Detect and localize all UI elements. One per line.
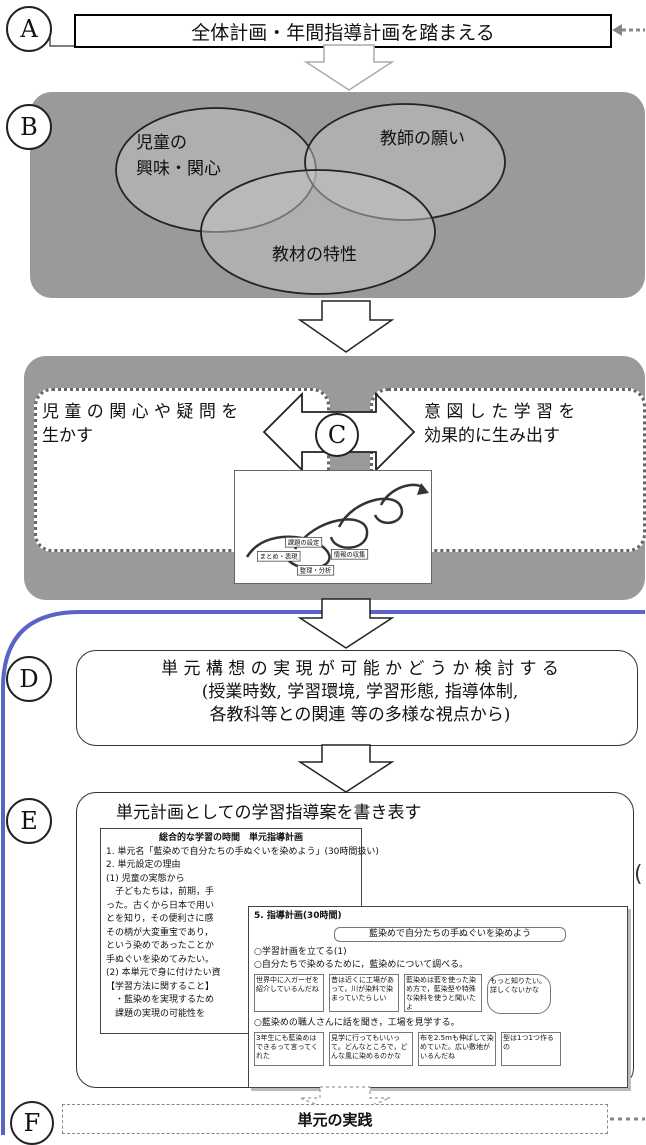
left-arrow-icon (612, 24, 645, 36)
venn-interest-line2: 興味・関心 (136, 159, 221, 179)
label-b: B (6, 104, 52, 150)
plan-document-title: 総合的な学習の時間 単元指導計画 (158, 833, 303, 843)
schedule-header: 5. 指導計画(30時間) (254, 911, 342, 921)
spiral-icon (245, 483, 429, 570)
c-left-line2: 生かす (42, 426, 93, 446)
plan-line: ・藍染めを実現するため (106, 995, 215, 1005)
down-arrow-icon (297, 744, 395, 793)
down-arrow-icon (299, 1086, 391, 1117)
schedule-document: 5. 指導計画(30時間) 藍染めで自分たちの手ぬぐいを染めよう ○学習計画を立… (248, 906, 628, 1088)
spiral-label-1: 課題の設定 (285, 537, 323, 548)
label-d: D (6, 656, 52, 702)
spiral-label-4: まとめ・表現 (257, 551, 301, 562)
c-left-line1: 児 童 の 関 心 や 疑 問 を (42, 402, 239, 422)
d-line3: 各教科等との関連 等の多様な視点から) (209, 705, 511, 725)
schedule-cell: 昔は近くに工場があって，川が染料で染まっていたらしい (329, 974, 399, 1012)
spiral-label-3: 整理・分析 (297, 565, 335, 576)
label-a: A (6, 6, 52, 52)
schedule-item-2: ○自分たちで染めるために，藍染めについて調べる。 (254, 960, 469, 970)
box-a-text: 全体計画・年間指導計画を踏まえる (191, 21, 495, 44)
plan-line: (2) 本単元で身に付けたい資 (106, 968, 221, 978)
down-arrow-icon (303, 44, 395, 91)
schedule-cell: 見学に行ってもいいって。どんなところで，どんな風に染めるのかな (329, 1032, 413, 1066)
dotted-connector (610, 1117, 645, 1121)
label-e: E (6, 798, 52, 844)
schedule-cell: 布を2.5mも伸ばして染めていた。広い敷地がいるんだね (418, 1032, 496, 1066)
spiral-label-2: 情報の収集 (331, 549, 369, 560)
c-right-line1: 意 図 し た 学 習 を (424, 402, 576, 422)
venn-teacher: 教師の願い (380, 129, 465, 149)
d-line1: 単 元 構 想 の 実 現 が 可 能 か ど う か 検 討 す る (161, 659, 559, 679)
plan-line: った。古くから日本で用い (106, 900, 215, 911)
plan-line: 2. 単元設定の理由 (106, 860, 181, 870)
down-arrow-icon (297, 598, 395, 649)
plan-line: 1. 単元名「藍染めで自分たちの手ぬぐいを染めよう」(30時間扱い) (106, 846, 379, 857)
schedule-banner: 藍染めで自分たちの手ぬぐいを染めよう (334, 927, 566, 942)
schedule-cell: 藍染めは藍を使った染め方で，藍染型や特殊な染料を使うと聞いたよ (404, 974, 482, 1012)
plan-line: (1) 児童の実態から (106, 873, 185, 884)
plan-line: 手ぬぐいを染めてみたい。 (106, 954, 215, 965)
schedule-item-1: ○学習計画を立てる(1) (254, 947, 347, 957)
spiral-diagram: 課題の設定 情報の収集 整理・分析 まとめ・表現 (234, 470, 432, 584)
box-f-text: 単元の実践 (297, 1110, 373, 1129)
schedule-item-3: ○藍染めの職人さんに話を聞き，工場を見学する。 (254, 1018, 460, 1028)
c-right-line2: 効果的に生み出す (424, 426, 560, 446)
plan-line: 子どもたちは，前期，手 (106, 887, 215, 897)
thought-cloud: もっと知りたい。詳しくないかな (487, 974, 551, 1014)
d-text: 単 元 構 想 の 実 現 が 可 能 か ど う か 検 討 す る (授業時… (90, 658, 630, 727)
plan-line: という染めであったことか (106, 941, 214, 951)
paren-glyph: ( (634, 862, 643, 887)
blue-outline (0, 610, 645, 1135)
label-f: F (10, 1101, 54, 1145)
box-a: 全体計画・年間指導計画を踏まえる (74, 14, 612, 48)
venn-interest: 児童の 興味・関心 (136, 130, 221, 182)
down-arrow-icon (297, 300, 395, 353)
plan-line: 課題の実現の可能性を (106, 1008, 206, 1019)
c-right-text: 意 図 し た 学 習 を 効果的に生み出す (424, 400, 575, 448)
plan-line: 【学習方法に関すること】 (106, 981, 215, 992)
schedule-cell: 型は1つ1つ作るの (501, 1032, 561, 1066)
plan-line: とを知り，その便利さに感 (106, 914, 214, 924)
plan-line: その柄が大変重宝であり， (106, 927, 214, 938)
schedule-cell: 世界中に入ガーゼを紹介しているんだね (254, 974, 324, 1012)
schedule-cell: 3年生にも藍染めはできるって言ってくれた (254, 1032, 324, 1066)
e-title: 単元計画としての学習指導案を書き表す (116, 803, 422, 823)
venn-interest-line1: 児童の (136, 133, 187, 153)
c-left-text: 児 童 の 関 心 や 疑 問 を 生かす (42, 400, 238, 448)
box-f: 単元の実践 (62, 1104, 608, 1134)
venn-diagram (115, 103, 506, 295)
label-c: C (315, 413, 359, 457)
venn-material: 教材の特性 (272, 245, 357, 265)
d-line2: (授業時数, 学習環境, 学習形態, 指導体制, (201, 682, 519, 702)
box-d (76, 650, 638, 746)
